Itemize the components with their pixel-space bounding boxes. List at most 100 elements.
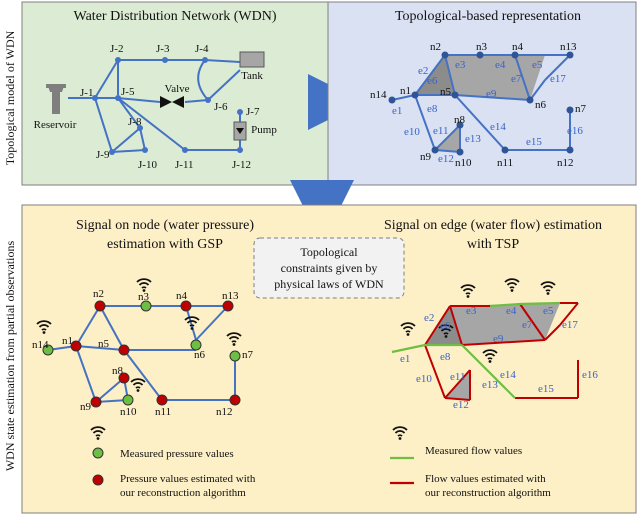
- gsp-label-n9: n9: [80, 401, 92, 413]
- gsp-label-n7: n7: [242, 349, 254, 361]
- wdn-pipes: [68, 59, 241, 153]
- gsp-node-n5: [118, 344, 130, 356]
- junction-j12: [237, 147, 243, 153]
- side-label-bottom: WDN state estimation from partial observ…: [3, 241, 17, 472]
- topo-node-n3: [476, 51, 484, 59]
- constraint-line2: constraints given by: [281, 261, 378, 275]
- gsp-label-n2: n2: [93, 288, 104, 300]
- legend-estimated-flow-text-2: our reconstruction algorithm: [425, 487, 551, 499]
- topo-node-n5: [451, 91, 459, 99]
- junction-j11: [182, 147, 188, 153]
- topo-label-e5: e5: [532, 59, 543, 71]
- gsp-label-n8: n8: [112, 365, 124, 377]
- topo-node-n4: [511, 51, 519, 59]
- topo-label-n6: n6: [535, 99, 547, 111]
- gsp-node-n8: [118, 372, 130, 384]
- panel-wdn-title: Water Distribution Network (WDN): [74, 9, 277, 24]
- label-j12: J-12: [232, 159, 251, 171]
- gsp-label-n13: n13: [222, 290, 239, 302]
- gsp-label-n4: n4: [176, 290, 188, 302]
- panel-topo-title: Topological-based representation: [395, 9, 581, 24]
- label-j11: J-11: [175, 159, 194, 171]
- gsp-label-n12: n12: [216, 406, 233, 418]
- label-j8: J-8: [128, 116, 142, 128]
- topo-label-n11: n11: [497, 157, 513, 169]
- label-tank: Tank: [241, 70, 263, 82]
- tsp-edges-measured: [391, 301, 561, 399]
- tsp-label-e12: e12: [453, 399, 469, 411]
- tsp-label-e5: e5: [543, 305, 554, 317]
- topo-label-e2: e2: [418, 65, 428, 77]
- topo-node-n12: [566, 146, 574, 154]
- junction-j2: [115, 57, 121, 63]
- topo-label-e8: e8: [427, 103, 438, 115]
- gsp-label-n3: n3: [138, 291, 150, 303]
- side-label-top: Topological model of WDN: [3, 30, 17, 165]
- topo-node-n2: [441, 51, 449, 59]
- topo-label-e1: e1: [392, 105, 402, 117]
- topo-label-n9: n9: [420, 151, 432, 163]
- tsp-title-line2: with TSP: [467, 237, 519, 252]
- gsp-node-n14: [42, 344, 54, 356]
- topo-node-n10: [456, 148, 464, 156]
- topo-label-e10: e10: [404, 126, 420, 138]
- gsp-node-n10: [122, 394, 134, 406]
- gsp-title-line1: Signal on node (water pressure): [76, 218, 254, 233]
- gsp-node-n6: [190, 339, 202, 351]
- gsp-node-n4: [180, 300, 192, 312]
- topo-node-n14: [388, 96, 396, 104]
- topo-label-e13: e13: [465, 133, 481, 145]
- label-j6: J-6: [214, 101, 228, 113]
- tsp-label-e16: e16: [582, 369, 598, 381]
- tsp-label-e15: e15: [538, 383, 554, 395]
- pump-icon: [233, 121, 247, 141]
- junction-j4: [202, 57, 208, 63]
- tsp-title-line1: Signal on edge (water flow) estimation: [384, 218, 602, 233]
- junction-j10: [142, 147, 148, 153]
- label-j3: J-3: [156, 43, 170, 55]
- constraint-line1: Topological: [300, 245, 358, 259]
- panel-wdn: Water Distribution Network (WDN): [21, 1, 329, 186]
- gsp-label-n10: n10: [120, 406, 137, 418]
- topo-nodes: [388, 51, 574, 156]
- topo-label-e9: e9: [486, 88, 497, 100]
- junction-j7: [237, 109, 243, 115]
- topo-label-e14: e14: [490, 121, 506, 133]
- topo-label-n8: n8: [454, 114, 466, 126]
- gsp-node-n1: [70, 340, 82, 352]
- label-j1: J-1: [80, 87, 93, 99]
- legend-measured-pressure-dot: [92, 447, 104, 459]
- junction-j3: [162, 57, 168, 63]
- junction-j6: [205, 97, 211, 103]
- tsp-label-e17: e17: [562, 319, 578, 331]
- tsp-graph: e1 e2 e3 e4 e5 e6 e7 e17 e8 e9 e10 e11 e…: [391, 278, 598, 411]
- label-j9: J-9: [96, 149, 110, 161]
- gsp-node-n11: [156, 394, 168, 406]
- panel-estimation: Signal on node (water pressure) estimati…: [21, 204, 637, 514]
- topo-node-n7: [566, 106, 574, 114]
- tsp-label-e3: e3: [466, 305, 477, 317]
- reservoir-icon: [46, 84, 66, 114]
- constraint-box: [253, 237, 405, 299]
- topo-label-e3: e3: [455, 59, 466, 71]
- topo-label-e4: e4: [495, 59, 506, 71]
- topo-node-n9: [431, 146, 439, 154]
- gsp-graph: n14 n1 n2 n3 n4 n13 n5 n6 n7 n8 n9 n10 n…: [32, 278, 254, 418]
- topo-label-n10: n10: [455, 157, 472, 169]
- tsp-label-e9: e9: [493, 333, 504, 345]
- tsp-label-e10: e10: [416, 373, 432, 385]
- topo-node-n8: [456, 121, 464, 129]
- junction-j9: [109, 149, 115, 155]
- gsp-label-n14: n14: [32, 339, 49, 351]
- topo-label-e7: e7: [511, 73, 522, 85]
- legend-measured-pressure-text: Measured pressure values: [120, 448, 234, 460]
- gsp-label-n6: n6: [194, 349, 206, 361]
- label-valve: Valve: [164, 83, 189, 95]
- topo-edges: [391, 54, 571, 153]
- topo-label-e15: e15: [526, 136, 542, 148]
- legend-estimated-pressure-text-1: Pressure values estimated with: [120, 473, 256, 485]
- panel-topo: Topological-based representation: [327, 1, 637, 186]
- topo-node-n11: [501, 146, 509, 154]
- tsp-cell-b: [450, 303, 560, 345]
- wdn-junctions: [92, 57, 243, 155]
